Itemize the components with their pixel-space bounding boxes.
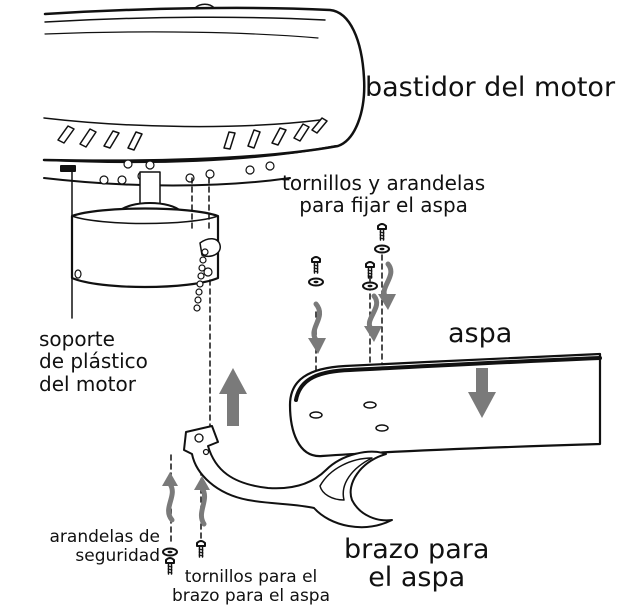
pull-chain-icon bbox=[193, 248, 209, 312]
motor-bracket-label: soporte de plástico del motor bbox=[39, 327, 148, 396]
motor-housing-label: bastidor del motor bbox=[365, 72, 616, 103]
up-arrow-icon bbox=[219, 368, 247, 426]
blade-label: aspa bbox=[448, 318, 513, 349]
motor-housing-icon bbox=[42, 3, 366, 187]
arm-screws-label: tornillos para el brazo para el aspa bbox=[172, 567, 331, 607]
blade-screws-label: tornillos y arandelas para fijar el aspa bbox=[282, 171, 486, 218]
lock-washers-label: arandelas de seguridad bbox=[49, 527, 161, 567]
blade-arm-icon bbox=[183, 425, 393, 529]
blade-icon bbox=[288, 352, 602, 458]
down-arrow-icon bbox=[468, 368, 496, 418]
motor-shaft-icon bbox=[117, 171, 183, 213]
blade-arm-label: brazo para el aspa bbox=[344, 534, 490, 594]
